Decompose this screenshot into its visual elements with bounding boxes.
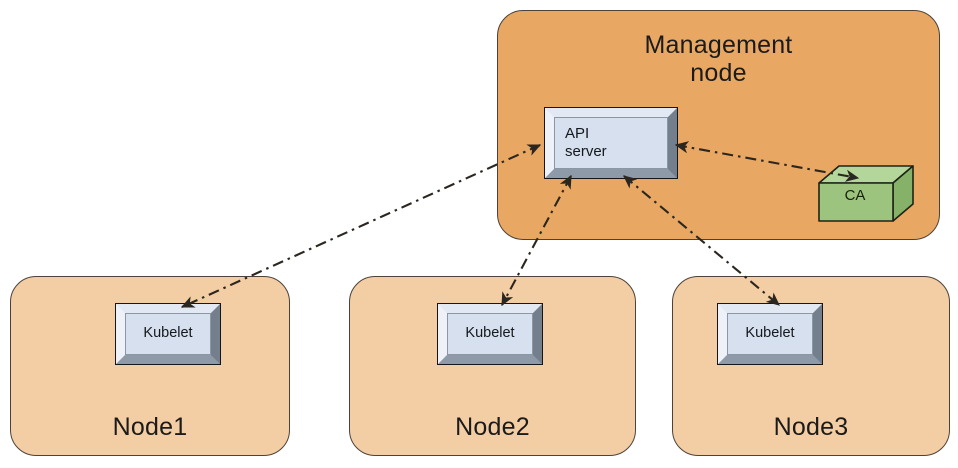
ca-label: CA (844, 187, 866, 204)
ca-box[interactable]: CA (818, 165, 914, 223)
ca-cuboid-shape (818, 165, 914, 222)
management-node-label: Management node (498, 31, 939, 87)
kubelet-box-2[interactable]: Kubelet (437, 303, 543, 365)
kubelet-box-3[interactable]: Kubelet (717, 303, 823, 365)
kubelet-bevel-1 (116, 304, 220, 364)
api-server-label: API server (565, 125, 607, 160)
worker-node-label-2: Node2 (455, 413, 530, 441)
worker-node-label-3: Node3 (773, 413, 849, 441)
api-server-bevel (545, 108, 677, 178)
kubelet-face-3: Kubelet (727, 313, 813, 355)
kubelet-face-1: Kubelet (125, 313, 211, 355)
management-node-label-line2: node (690, 59, 747, 87)
kubelet-bevel-2 (438, 304, 542, 364)
api-server-box[interactable]: API server (544, 107, 678, 179)
worker-node-label-1: Node1 (112, 413, 188, 441)
kubelet-face-2: Kubelet (447, 313, 533, 355)
api-server-face: API server (554, 117, 668, 169)
kubelet-bevel-3 (718, 304, 822, 364)
management-node-label-line1: Management (644, 31, 793, 59)
kubelet-label-3: Kubelet (745, 325, 795, 342)
kubelet-label-1: Kubelet (143, 325, 193, 342)
kubelet-box-1[interactable]: Kubelet (115, 303, 221, 365)
kubelet-label-2: Kubelet (465, 325, 515, 342)
